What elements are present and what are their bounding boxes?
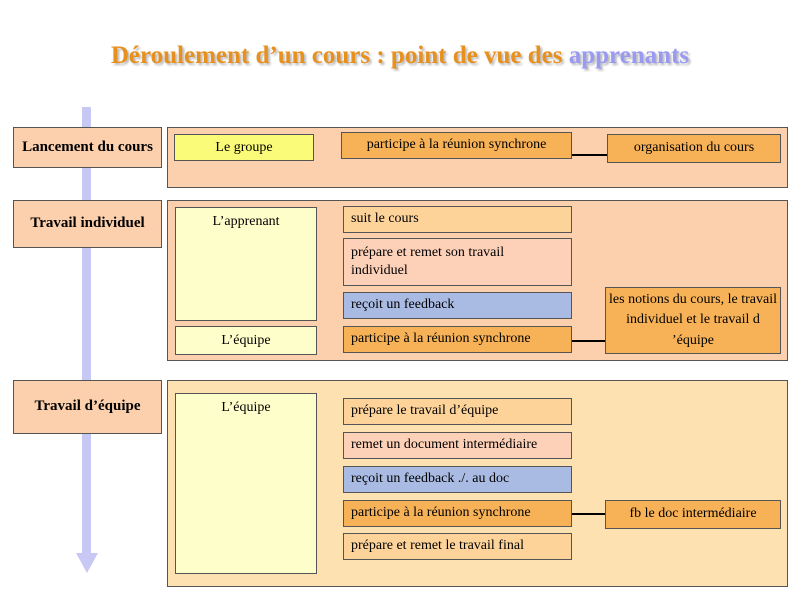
timeline-arrow-down-icon <box>76 553 98 573</box>
page-title: Déroulement d’un cours : point de vue de… <box>0 42 800 70</box>
activity-submit-final-work: prépare et remet le travail final <box>343 533 572 560</box>
activity-launch-meeting: participe à la réunion synchrone <box>341 132 572 159</box>
title-accent: apprenants <box>568 42 690 69</box>
activity-receive-doc-feedback: reçoit un feedback ./. au doc <box>343 466 572 493</box>
activity-submit-intermediate-doc: remet un document intermédiaire <box>343 432 572 459</box>
actor-group: Le groupe <box>174 134 314 161</box>
activity-prepare-individual-work: prépare et remet son travail individuel <box>343 238 572 286</box>
actor-team: L’équipe <box>175 393 317 574</box>
actor-team-individual: L’équipe <box>175 326 317 355</box>
activity-team-meeting: participe à la réunion synchrone <box>343 500 572 527</box>
phase-label-launch: Lancement du cours <box>13 127 162 168</box>
outcome-individual: les notions du cours, le travail individ… <box>605 287 781 354</box>
phase-label-team: Travail d’équipe <box>13 380 162 434</box>
timeline-arrow-shaft <box>82 107 91 557</box>
connector-individual <box>572 340 606 342</box>
activity-receive-feedback: reçoit un feedback <box>343 292 572 319</box>
activity-individual-meeting: participe à la réunion synchrone <box>343 326 572 353</box>
activity-prepare-team-work: prépare le travail d’équipe <box>343 398 572 425</box>
connector-team <box>572 513 606 515</box>
outcome-team: fb le doc intermédiaire <box>605 500 781 529</box>
title-main: Déroulement d’un cours : point de vue de… <box>110 42 569 69</box>
activity-follow-course: suit le cours <box>343 206 572 233</box>
phase-label-individual: Travail individuel <box>13 200 162 248</box>
outcome-launch: organisation du cours <box>607 134 781 163</box>
actor-learner: L’apprenant <box>175 207 317 321</box>
connector-launch <box>572 154 608 156</box>
